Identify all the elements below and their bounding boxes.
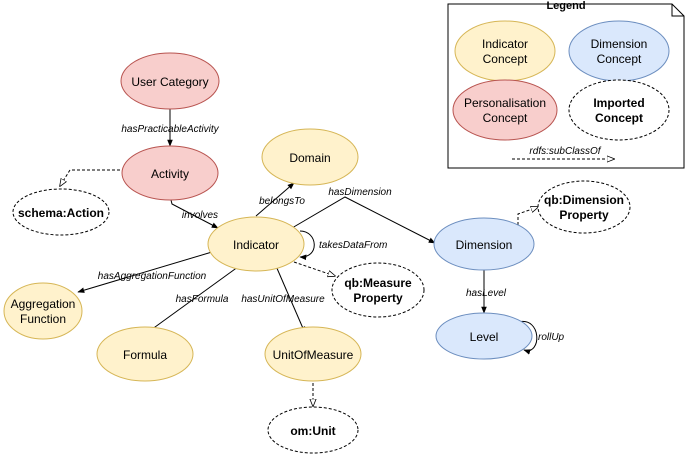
legend-imported-concept-label-2: Concept — [595, 111, 643, 125]
edge-label-involves: involves — [182, 210, 218, 221]
legend-frame-fold — [671, 4, 684, 17]
legend-indicator-concept-label-1: Indicator — [482, 37, 528, 51]
legend-title: Legend — [546, 0, 585, 12]
node-domain: Domain — [261, 128, 359, 186]
edge-has-unit-of-measure — [275, 265, 306, 334]
edge-takes-data-from — [299, 230, 315, 261]
node-user-category-label: User Category — [131, 75, 208, 89]
node-indicator-label: Indicator — [233, 238, 279, 252]
edge-label-has-practicable-activity: hasPracticableActivity — [121, 124, 219, 135]
edge-activity-subclass-action — [60, 169, 125, 186]
node-formula: Formula — [96, 326, 194, 382]
node-domain-label: Domain — [289, 151, 330, 165]
edge-label-has-aggregation-function: hasAggregationFunction — [98, 271, 207, 282]
node-aggregation-function-label-2: Function — [20, 312, 66, 326]
legend-indicator-concept-label-2: Concept — [483, 52, 528, 66]
legend-dimension-concept-label-1: Dimension — [591, 37, 648, 51]
legend-indicator-concept — [454, 20, 556, 82]
node-activity-label: Activity — [151, 167, 189, 181]
edges: hasPracticableActivity involves belongsT… — [60, 109, 565, 406]
edge-label-roll-up: rollUp — [538, 332, 565, 343]
node-schema-action-label: schema:Action — [18, 206, 104, 220]
legend-personalisation-concept — [452, 79, 558, 141]
node-unit-of-measure-label: UnitOfMeasure — [273, 348, 354, 362]
node-aggregation-function: Aggregation Function — [3, 282, 83, 340]
node-aggregation-function-label-1: Aggregation — [11, 297, 76, 311]
edge-has-aggregation-function — [77, 251, 213, 293]
node-formula-label: Formula — [123, 348, 167, 362]
edge-belongs-to — [255, 182, 295, 217]
node-om-unit: om:Unit — [267, 406, 359, 454]
legend-personalisation-concept-label-2: Concept — [483, 111, 528, 125]
node-qb-dimension-property: qb:Dimension Property — [537, 180, 631, 234]
node-qb-measure-property: qb:Measure Property — [331, 262, 425, 318]
legend: Legend Indicator Concept Dimension Conce… — [447, 0, 685, 169]
edge-roll-up — [517, 320, 538, 355]
edge-label-has-unit-of-measure: hasUnitOfMeasure — [241, 294, 325, 305]
node-activity: Activity — [121, 145, 219, 201]
node-qb-dimension-property-label-1: qb:Dimension — [544, 193, 624, 207]
edge-indicator-subclass-measure-property — [293, 261, 335, 276]
edge-label-has-level: hasLevel — [466, 288, 507, 299]
legend-imported-concept-label-1: Imported — [593, 96, 644, 110]
node-schema-action: schema:Action — [12, 188, 110, 236]
node-dimension: Dimension — [433, 217, 535, 271]
legend-subclass-label: rdfs:subClassOf — [529, 146, 601, 157]
edge-label-has-dimension: hasDimension — [328, 187, 392, 198]
node-level: Level — [435, 312, 533, 360]
edge-dimension-subclass-dimension-property — [517, 207, 538, 240]
edge-has-dimension — [291, 196, 436, 244]
legend-dimension-concept-label-2: Concept — [597, 52, 642, 66]
node-unit-of-measure: UnitOfMeasure — [264, 326, 362, 382]
node-indicator: Indicator — [207, 216, 305, 272]
legend-personalisation-concept-label-1: Personalisation — [464, 96, 546, 110]
edge-label-takes-data-from: takesDataFrom — [319, 240, 387, 251]
node-user-category: User Category — [120, 52, 220, 110]
node-level-label: Level — [470, 330, 499, 344]
node-dimension-label: Dimension — [456, 238, 513, 252]
edge-label-has-formula: hasFormula — [176, 294, 229, 305]
legend-imported-concept — [568, 79, 670, 141]
edge-label-belongs-to: belongsTo — [259, 196, 305, 207]
edge-has-formula — [143, 263, 243, 336]
node-qb-dimension-property-label-2: Property — [559, 208, 609, 222]
node-om-unit-label: om:Unit — [290, 424, 335, 438]
node-qb-measure-property-label-1: qb:Measure — [344, 276, 412, 290]
nodes: User Category Activity schema:Action Dom… — [3, 52, 631, 454]
node-qb-measure-property-label-2: Property — [353, 291, 403, 305]
legend-dimension-concept — [568, 20, 670, 82]
